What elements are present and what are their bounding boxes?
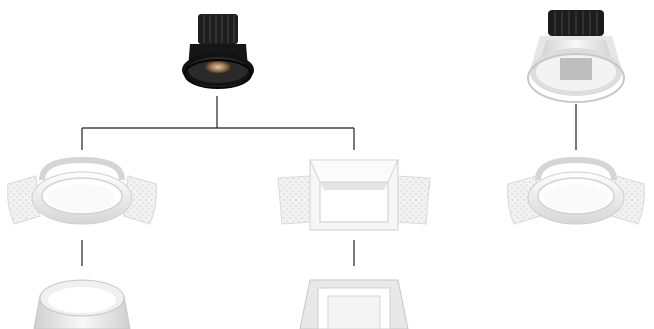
round-trimless-frame-left: [8, 160, 157, 224]
square-trim: [300, 280, 408, 329]
white-downlight-module: [528, 10, 624, 102]
square-trimless-frame: [278, 160, 430, 230]
black-downlight-module: [182, 14, 254, 88]
round-trim-ring: [34, 280, 130, 329]
round-trimless-frame-right: [508, 160, 645, 224]
